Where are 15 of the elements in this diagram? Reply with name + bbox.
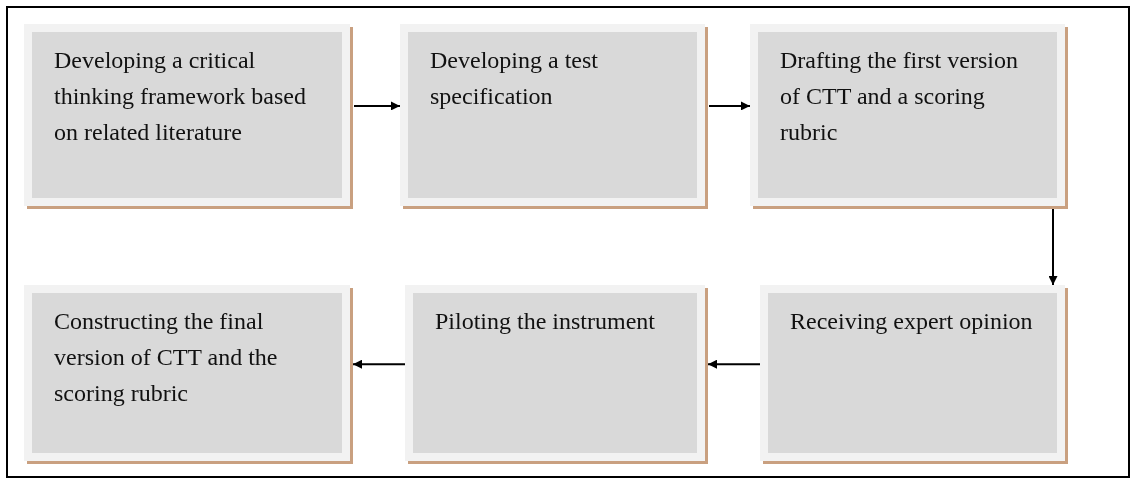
- step-text: Receiving expert opinion: [790, 307, 1034, 336]
- step-text: Drafting the first version of CTT and a scoring rubric: [780, 46, 1019, 147]
- process-box: [750, 24, 1065, 206]
- arrow: [353, 101, 401, 111]
- process-box: [24, 24, 350, 206]
- process-box: [405, 285, 705, 461]
- step-text: Constructing the final version of CTT and the scoring rubric: [54, 307, 279, 408]
- arrow: [708, 101, 751, 111]
- step-text: Developing a critical thinking framework based on related literature: [54, 46, 307, 147]
- arrow: [1048, 208, 1058, 286]
- process-box: [400, 24, 705, 206]
- process-box: [760, 285, 1065, 461]
- step-text: Piloting the instrument: [435, 307, 656, 336]
- step-text: Developing a test specification: [430, 46, 599, 111]
- process-box: [24, 285, 350, 461]
